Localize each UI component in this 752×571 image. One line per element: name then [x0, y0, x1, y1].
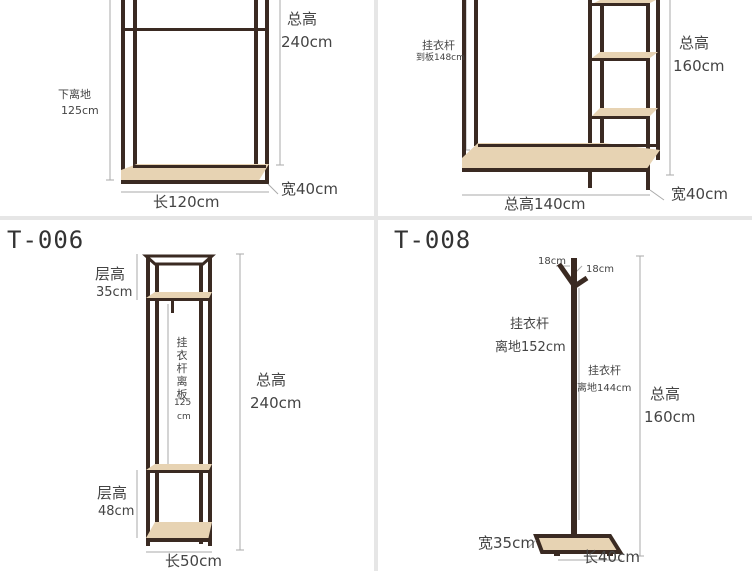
total-height-value: 160cm — [673, 57, 725, 75]
panel-bottom-right: T-008 18cm 18cm 挂衣杆 离地152cm 挂衣杆 离地144cm … — [378, 220, 752, 571]
ground-clearance-label: 下离地 — [58, 88, 91, 101]
rack-illustration-bottom-left — [136, 253, 244, 553]
length-label: 总高140cm — [504, 195, 586, 213]
total-height-value: 240cm — [250, 394, 302, 412]
length-label: 长50cm — [165, 552, 222, 570]
total-height-label: 总高 — [650, 385, 681, 403]
total-height-label: 总高 — [287, 10, 318, 28]
rod2-height-value: 离地144cm — [577, 383, 632, 394]
panel-top-right: 挂衣杆 到板148cm 总高 160cm 宽40cm 总高140cm — [378, 0, 752, 216]
rod2-label: 挂衣杆 — [588, 364, 621, 377]
rod-clearance-unit: cm — [177, 412, 191, 422]
rod-height-value: 离地152cm — [495, 340, 566, 355]
rod-clearance-value: 125 — [174, 398, 192, 408]
hook-right-length: 18cm — [586, 264, 614, 275]
rod-clearance-label: 挂衣杆离板 — [176, 336, 188, 401]
total-height-value: 240cm — [281, 33, 333, 51]
width-label: 宽40cm — [671, 185, 728, 203]
panel-divider-vertical — [374, 0, 378, 571]
width-label: 宽40cm — [281, 180, 338, 198]
layer1-height-label: 层高 — [95, 265, 126, 283]
rack-illustration-top-right — [462, 0, 674, 201]
layer2-height-label: 层高 — [97, 484, 128, 502]
rod-label: 挂衣杆 — [422, 39, 455, 52]
model-number: T-008 — [394, 226, 472, 254]
total-height-label: 总高 — [256, 371, 287, 389]
panel-bottom-left: T-006 层高 35cm 层高 48cm 挂衣杆离板 125 cm — [0, 220, 374, 571]
rack-illustration-top-left — [106, 0, 284, 195]
total-height-label: 总高 — [679, 34, 710, 52]
panel-divider-horizontal — [0, 216, 752, 220]
ground-clearance-value: 125cm — [61, 104, 99, 117]
rod-height-value: 到板148cm — [416, 53, 465, 63]
panel-top-left: 下离地 125cm 总高 240cm 宽40cm 长120cm — [0, 0, 374, 216]
total-height-value: 160cm — [644, 408, 696, 426]
length-label: 长120cm — [153, 193, 220, 211]
rod-label: 挂衣杆 — [510, 317, 550, 332]
coat-stand-illustration — [527, 255, 644, 561]
model-number: T-006 — [7, 226, 85, 254]
hook-left-length: 18cm — [538, 256, 566, 267]
length-label: 长40cm — [583, 548, 640, 566]
layer2-height-value: 48cm — [98, 504, 135, 519]
layer1-height-value: 35cm — [96, 285, 133, 300]
width-label: 宽35cm — [478, 534, 535, 552]
